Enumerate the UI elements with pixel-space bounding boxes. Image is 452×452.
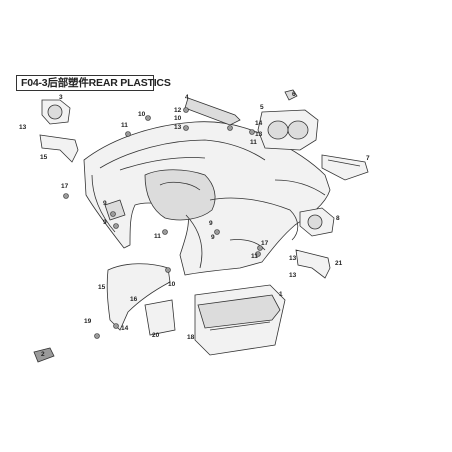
callout-label: 14 [255,120,263,127]
diagram-title-box: F04-3后部塑件REAR PLASTICS [16,75,171,91]
callout-label: 16 [130,296,138,303]
callout-label: 13 [255,131,263,138]
callout-label: 17 [261,240,269,247]
callout-label: 9 [209,220,213,227]
callout-label: 15 [40,154,48,161]
rear-fender-main [83,121,331,276]
diagram-title: F04-3后部塑件REAR PLASTICS [21,77,171,89]
callout-label: 17 [61,183,69,190]
callout-label: 13 [174,124,182,131]
callout-label: 8 [336,215,340,222]
callout-label: 19 [84,318,92,325]
callout-label: 10 [168,281,176,288]
small-parts-icon-2 [33,347,55,363]
callout-label: 10 [138,111,146,118]
rack-support-rails [184,89,369,181]
left-mud-flap [106,263,176,336]
callout-label: 1 [279,291,283,298]
callout-label: 9 [103,200,107,207]
tail-light-assembly [257,109,319,151]
callout-label: 10 [174,115,182,122]
callout-label: 11 [154,233,161,240]
fasteners [63,107,263,339]
callout-label: 4 [185,94,189,101]
callout-label: 21 [335,260,343,267]
callout-label: 9 [103,219,107,226]
callout-label: 11 [250,139,257,146]
callout-label: 11 [121,122,128,129]
callout-label: 2 [41,351,45,358]
reflector-brackets [39,99,335,279]
callout-label: 9 [211,234,215,241]
callout-label: 15 [98,284,106,291]
callout-label: 5 [260,104,264,111]
callout-label: 13 [289,255,297,262]
callout-label: 18 [187,334,195,341]
callout-label: 20 [152,332,160,339]
callout-label: 13 [19,124,27,131]
callout-label: 14 [121,325,129,332]
callout-label: 12 [174,107,182,114]
callout-label: 6 [292,91,296,98]
callout-label: 7 [366,155,370,162]
storage-box [194,284,286,356]
callout-label: 11 [251,253,258,260]
callout-label: 13 [289,272,297,279]
callout-label: 3 [59,94,63,101]
